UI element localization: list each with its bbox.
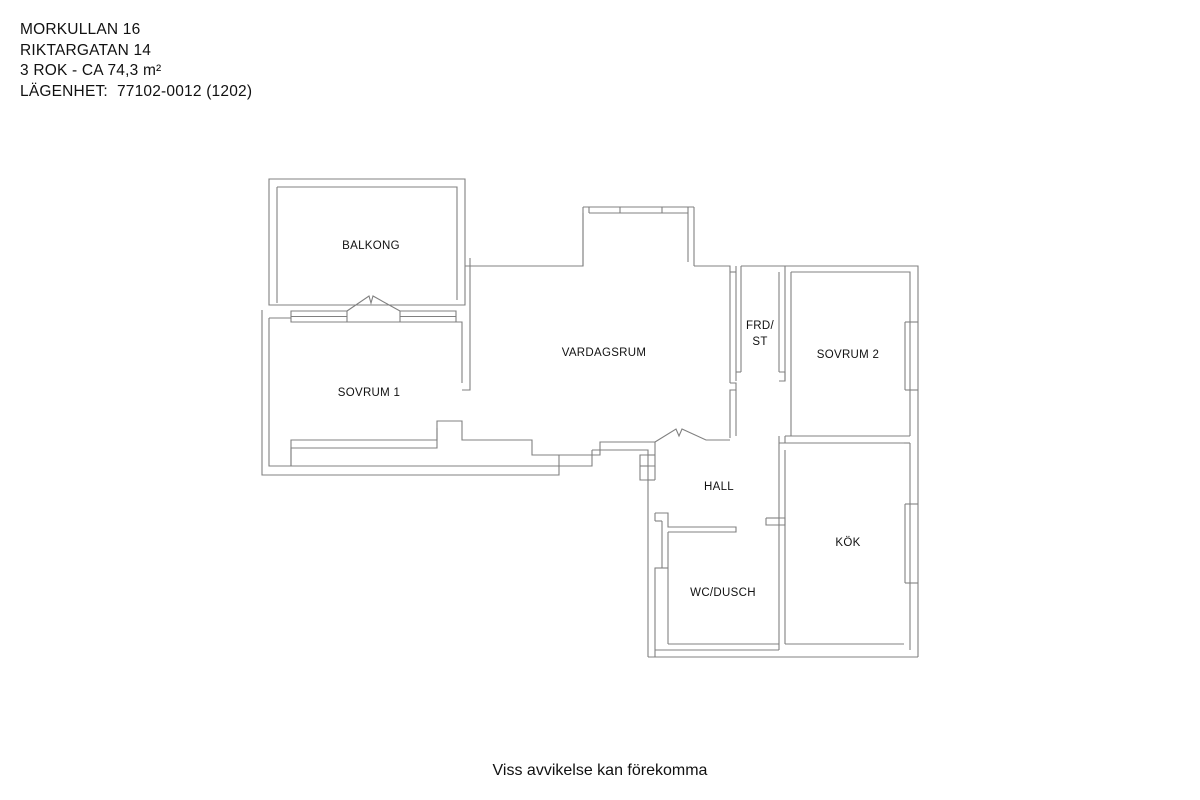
room-label-st: ST	[752, 336, 767, 348]
room-label-kok: KÖK	[835, 537, 860, 549]
sovrum2-walls	[778, 265, 919, 657]
balcony-door-and-windows	[290, 295, 457, 323]
title-block: MORKULLAN 16 RIKTARGATAN 14 3 ROK - CA 7…	[20, 20, 252, 102]
room-labels: BALKONG SOVRUM 1 VARDAGSRUM FRD/ ST SOVR…	[338, 240, 879, 599]
room-spec: 3 ROK - CA 74,3 m²	[20, 62, 162, 79]
balcony-walls	[268, 178, 466, 306]
room-label-wc-dusch: WC/DUSCH	[690, 587, 756, 599]
vardagsrum-walls	[465, 206, 737, 467]
room-label-frd: FRD/	[746, 320, 775, 332]
disclaimer-note: Viss avvikelse kan förekomma	[492, 762, 708, 779]
room-label-vardagsrum: VARDAGSRUM	[562, 347, 647, 359]
sovrum1-walls	[261, 266, 560, 476]
hall-walls	[647, 455, 737, 657]
room-label-balkong: BALKONG	[342, 240, 400, 252]
wall-geometry	[261, 178, 919, 658]
room-label-hall: HALL	[704, 481, 734, 493]
apartment-id: LÄGENHET: 77102-0012 (1202)	[20, 82, 253, 100]
property-name: MORKULLAN 16	[20, 21, 141, 38]
room-label-sovrum1: SOVRUM 1	[338, 387, 400, 399]
street-address: RIKTARGATAN 14	[20, 41, 152, 59]
room-label-sovrum2: SOVRUM 2	[817, 349, 879, 361]
kok-walls	[765, 443, 918, 650]
hall-living-junction	[639, 454, 648, 481]
wc-dusch-walls	[648, 567, 918, 658]
